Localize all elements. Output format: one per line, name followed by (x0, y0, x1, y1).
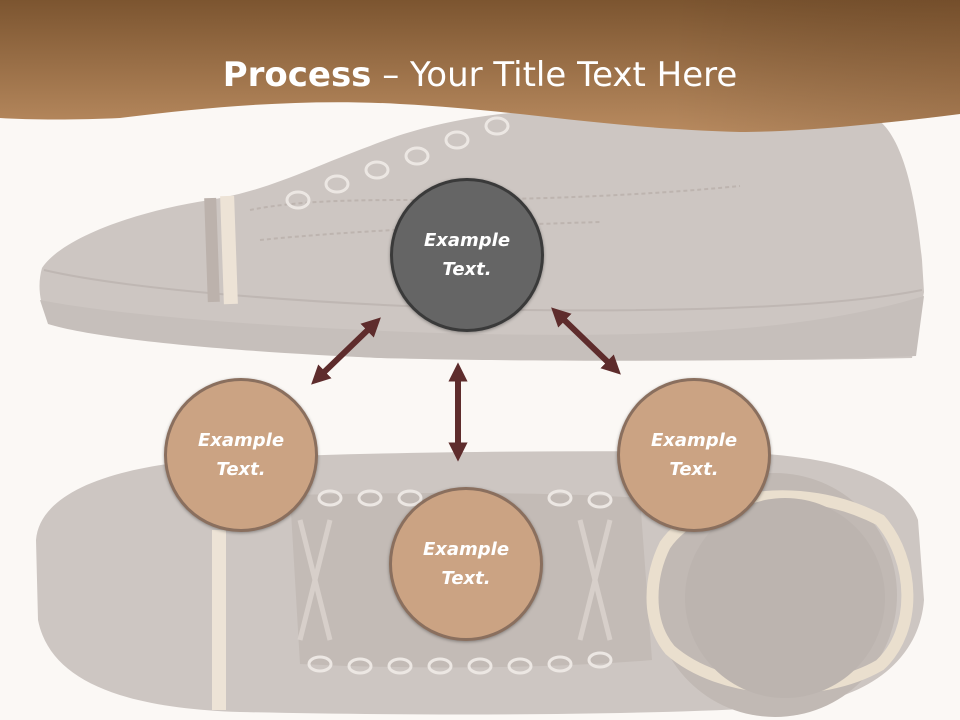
circle-text: Example Text. (634, 426, 754, 484)
circle-text: Example Text. (407, 226, 527, 284)
title-bold: Process (222, 55, 372, 95)
circle-text-line1: Example (422, 539, 510, 560)
circle-text-line2: Text. (216, 459, 266, 480)
circle-text: Example Text. (406, 535, 526, 593)
arrow-center-right (551, 307, 621, 375)
circle-text-line1: Example (650, 430, 738, 451)
circle-text-line2: Text. (441, 568, 491, 589)
center-circle: Example Text. (390, 178, 544, 332)
right-circle: Example Text. (617, 378, 771, 532)
connector-arrows (311, 307, 621, 462)
circle-text-line2: Text. (669, 459, 719, 480)
left-circle: Example Text. (164, 378, 318, 532)
circle-text-line1: Example (197, 430, 285, 451)
circle-text-line1: Example (423, 230, 511, 251)
slide-title: Process – Your Title Text Here (0, 52, 960, 98)
circle-text: Example Text. (181, 426, 301, 484)
arrow-center-left (311, 317, 381, 385)
title-rest: – Your Title Text Here (371, 55, 738, 95)
circle-text-line2: Text. (442, 259, 492, 280)
bottom-circle: Example Text. (389, 487, 543, 641)
